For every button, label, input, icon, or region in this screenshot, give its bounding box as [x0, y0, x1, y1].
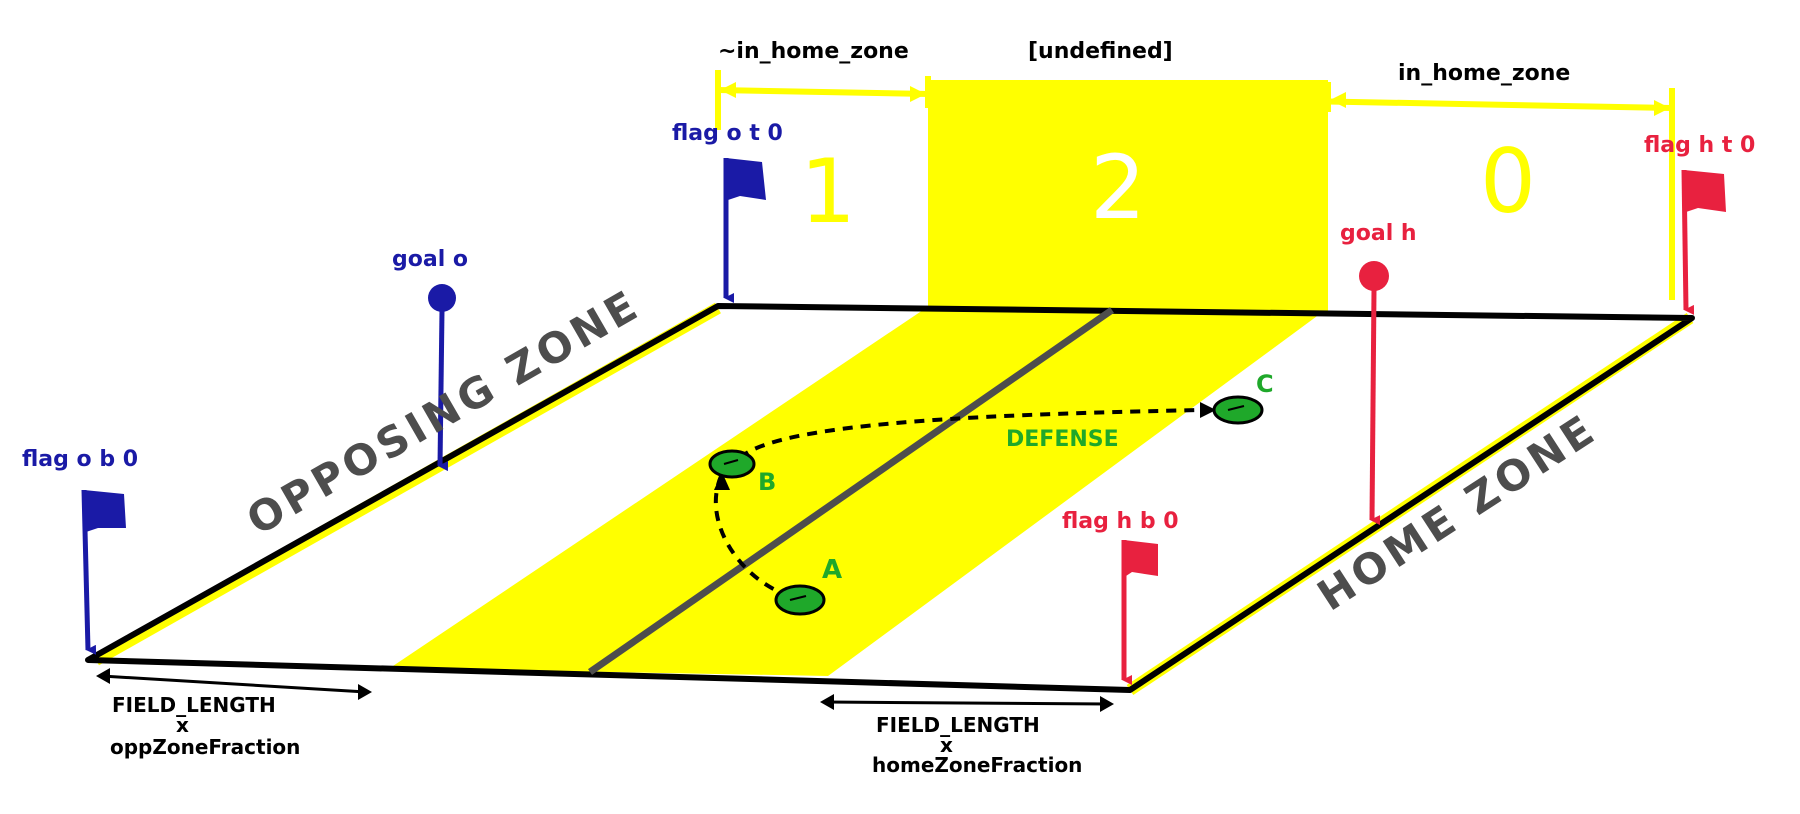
label-not-in-home-zone: ~in_home_zone	[718, 39, 909, 64]
opp-length-arrow	[96, 668, 372, 700]
label-flag-opp-top: flag o t 0	[672, 121, 783, 146]
bracket-arrow-mid2b	[1330, 92, 1346, 108]
label-in-home-zone: in_home_zone	[1398, 61, 1570, 86]
region-number-2: 2	[1090, 136, 1146, 239]
label-home-formula-times: x	[940, 733, 953, 757]
region-number-1: 1	[800, 140, 856, 243]
label-opp-formula-line2: oppZoneFraction	[110, 735, 300, 759]
label-home-zone: HOME ZONE	[1309, 404, 1606, 620]
bracket-arrow-mid1a	[910, 86, 926, 102]
label-flag-home-bottom: flag h b 0	[1062, 509, 1179, 534]
home-length-arrow	[820, 694, 1114, 712]
bracket-arrow-left	[720, 82, 736, 98]
player-a	[774, 584, 826, 616]
undefined-region-backdrop	[928, 80, 1328, 312]
label-player-c: C	[1256, 370, 1274, 398]
label-home-formula-line1: FIELD_LENGTH	[876, 713, 1040, 737]
region-number-0: 0	[1480, 130, 1536, 233]
label-home-formula-line2: homeZoneFraction	[872, 753, 1082, 777]
label-player-b: B	[758, 468, 776, 496]
midfield-line	[588, 307, 1114, 675]
label-opp-formula-times: x	[176, 713, 189, 737]
path-a-to-b	[713, 473, 791, 598]
flag-opp-top	[723, 158, 766, 303]
path-a-to-b-arrowhead	[714, 472, 730, 490]
player-b	[708, 449, 756, 479]
goal-home-marker	[1359, 261, 1389, 526]
field-outline	[85, 303, 1695, 693]
label-goal-opp: goal o	[392, 247, 468, 272]
flag-home-bottom	[1121, 540, 1158, 685]
label-player-a: A	[822, 555, 842, 585]
path-b-to-c	[738, 408, 1201, 460]
label-opp-formula-line1: FIELD_LENGTH	[112, 693, 276, 717]
goal-opp-marker	[428, 284, 456, 472]
top-bracket-line	[717, 87, 1673, 111]
label-defense: DEFENSE	[1006, 427, 1119, 452]
flag-opp-bottom	[81, 489, 126, 655]
flag-home-top	[1681, 169, 1726, 315]
bracket-arrow-mid2a	[1310, 92, 1326, 108]
bracket-arrow-mid1b	[930, 86, 946, 102]
label-flag-opp-bottom: flag o b 0	[22, 447, 138, 472]
label-undefined: [undefined]	[1028, 39, 1173, 64]
undefined-region-stripe	[390, 308, 1328, 676]
bracket-arrow-right	[1654, 100, 1670, 116]
player-c	[1212, 395, 1264, 425]
path-b-to-c-arrowhead	[1200, 402, 1216, 418]
label-flag-home-top: flag h t 0	[1644, 133, 1755, 158]
label-goal-home: goal h	[1340, 221, 1417, 246]
